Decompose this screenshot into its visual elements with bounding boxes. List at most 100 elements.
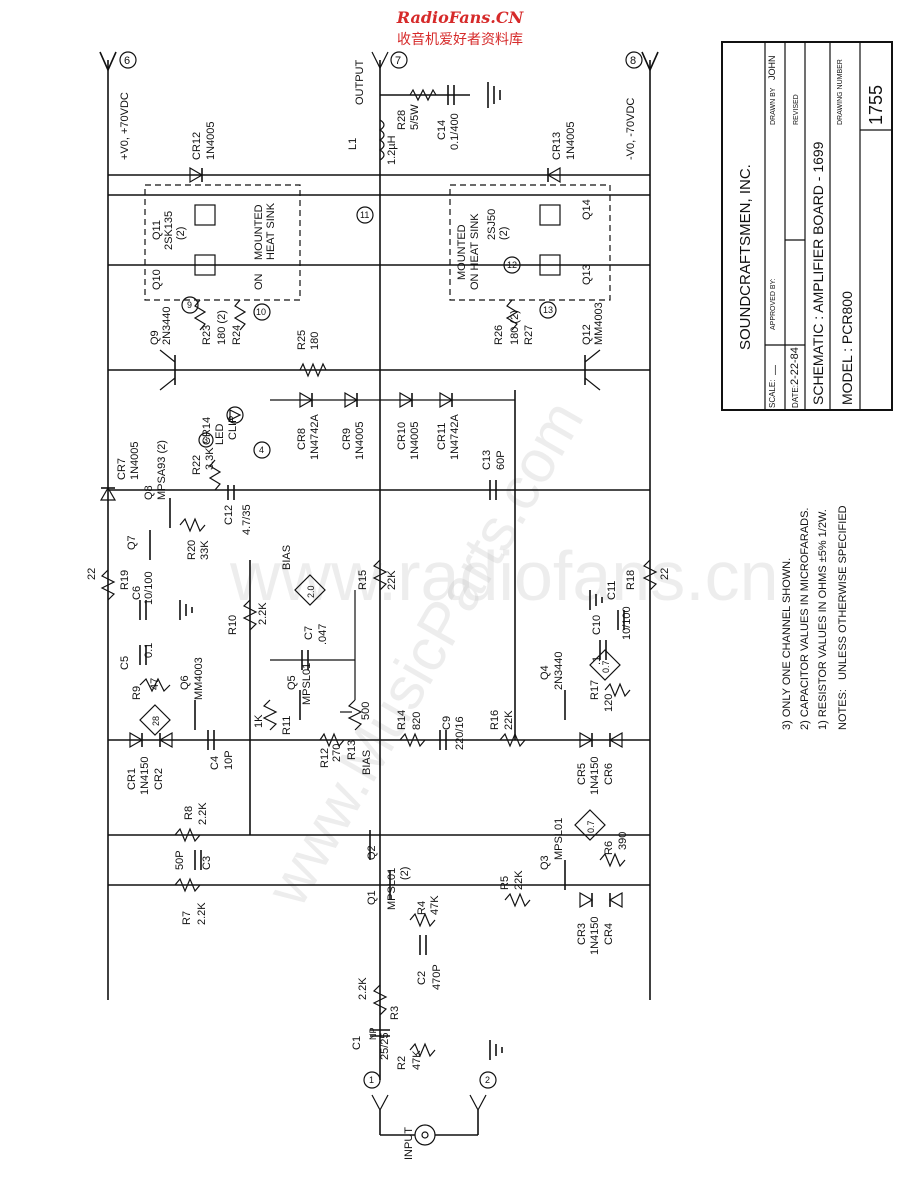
diodes-cr1-cr2: CR1 1N4150 CR2 bbox=[126, 731, 173, 795]
svg-text:R3: R3 bbox=[389, 1006, 401, 1020]
resistor-r4: R4 47K bbox=[409, 895, 441, 928]
svg-text:2: 2 bbox=[485, 1075, 490, 1085]
resistor-r25: R25 180 bbox=[296, 330, 327, 378]
svg-text:180 (2): 180 (2) bbox=[216, 310, 228, 345]
capacitor-c4: C4 10P bbox=[207, 730, 235, 770]
svg-text:MPSA93 (2): MPSA93 (2) bbox=[156, 440, 168, 500]
svg-text:R14: R14 bbox=[396, 710, 408, 730]
svg-text:CR3: CR3 bbox=[576, 923, 588, 945]
svg-text:1N4005: 1N4005 bbox=[205, 121, 217, 160]
transistor-q4: Q4 2N3440 bbox=[539, 651, 566, 720]
ground-symbol-output bbox=[487, 82, 501, 108]
svg-text:(2): (2) bbox=[175, 227, 187, 240]
svg-text:R10: R10 bbox=[227, 615, 239, 635]
svg-text:R26: R26 bbox=[493, 325, 505, 345]
svg-text:R5: R5 bbox=[499, 876, 511, 890]
svg-text:33K: 33K bbox=[199, 540, 211, 560]
terminal-10: 10 bbox=[253, 303, 271, 321]
svg-text:CLIP: CLIP bbox=[227, 416, 239, 440]
svg-text:CR5: CR5 bbox=[576, 763, 588, 785]
bias-voltage-2-0: 2.0 BIAS bbox=[281, 545, 326, 606]
svg-text:C7: C7 bbox=[303, 626, 315, 640]
resistors-r23-r24: R23 180 (2) R24 bbox=[193, 299, 247, 345]
svg-text:2.2K: 2.2K bbox=[257, 602, 269, 625]
terminal-9: 9 bbox=[181, 296, 199, 314]
svg-text:47K: 47K bbox=[429, 895, 441, 915]
svg-text:R11: R11 bbox=[281, 716, 293, 735]
company-name: SOUNDCRAFTSMEN, INC. bbox=[737, 164, 754, 350]
svg-text:JOHN: JOHN bbox=[767, 56, 777, 81]
capacitor-c10: C10 .1 bbox=[591, 615, 607, 665]
svg-text:R28: R28 bbox=[396, 110, 408, 130]
svg-text:0.1: 0.1 bbox=[143, 643, 155, 658]
svg-text:DATE:: DATE: bbox=[791, 385, 800, 408]
note-3: 3) ONLY ONE CHANNEL SHOWN. bbox=[781, 558, 793, 730]
svg-text:MPSL01: MPSL01 bbox=[386, 868, 398, 910]
svg-text:11: 11 bbox=[360, 210, 369, 220]
svg-text:REVISED: REVISED bbox=[793, 94, 800, 125]
svg-text:8: 8 bbox=[630, 55, 636, 67]
svg-text:CR9: CR9 bbox=[341, 428, 353, 450]
svg-text:CR11: CR11 bbox=[436, 423, 448, 450]
svg-text:Q1: Q1 bbox=[366, 890, 378, 905]
svg-text:22: 22 bbox=[659, 568, 671, 580]
svg-text:2.2K: 2.2K bbox=[196, 902, 208, 925]
terminal-12: 12 bbox=[503, 256, 521, 274]
svg-text:13: 13 bbox=[543, 305, 553, 315]
svg-text:APPROVED BY:: APPROVED BY: bbox=[770, 278, 777, 330]
svg-text:Q5: Q5 bbox=[286, 675, 298, 690]
svg-text:Q3: Q3 bbox=[539, 855, 551, 870]
svg-text:470P: 470P bbox=[431, 964, 443, 990]
svg-text:12: 12 bbox=[507, 260, 517, 270]
svg-text:R23: R23 bbox=[201, 325, 213, 345]
svg-text:R2: R2 bbox=[396, 1056, 408, 1070]
svg-text:R20: R20 bbox=[186, 540, 198, 560]
terminal-6: 6 +V0, +70VDC bbox=[119, 51, 137, 160]
terminal-4: 4 bbox=[253, 441, 271, 459]
svg-text:INPUT: INPUT bbox=[403, 1127, 415, 1160]
svg-text:R24: R24 bbox=[231, 325, 243, 345]
svg-text:ON HEAT SINK: ON HEAT SINK bbox=[469, 213, 481, 290]
capacitor-c11: C11 10/100 bbox=[589, 581, 633, 640]
svg-text:CR10: CR10 bbox=[396, 422, 408, 450]
svg-text:Q13: Q13 bbox=[581, 264, 593, 285]
terminal-7-output: 7 OUTPUT bbox=[354, 51, 408, 105]
svg-text:R16: R16 bbox=[489, 710, 501, 730]
resistor-r15: R15 22K bbox=[357, 559, 398, 591]
diode-cr12: CR12 1N4005 bbox=[189, 121, 217, 184]
svg-text:R12: R12 bbox=[319, 748, 331, 768]
resistor-r16: R16 22K bbox=[489, 710, 526, 748]
svg-text:1: 1 bbox=[369, 1075, 374, 1085]
svg-text:R27: R27 bbox=[523, 325, 535, 345]
diode-cr13: CR13 1N4005 bbox=[546, 121, 577, 184]
svg-text:1N4150: 1N4150 bbox=[589, 916, 601, 955]
resistor-r10: R10 2.2K bbox=[227, 599, 269, 635]
svg-text:C4: C4 bbox=[209, 756, 221, 770]
svg-text:BIAS: BIAS bbox=[361, 750, 373, 775]
svg-text:50P: 50P bbox=[174, 850, 186, 870]
svg-text:CR13: CR13 bbox=[551, 132, 563, 160]
svg-text:R15: R15 bbox=[357, 570, 369, 590]
svg-text:MM4003: MM4003 bbox=[193, 657, 205, 700]
resistor-r9: R9 47 bbox=[131, 677, 171, 700]
svg-text:C9: C9 bbox=[441, 716, 453, 730]
svg-text:MPSL01: MPSL01 bbox=[301, 663, 313, 705]
note-1: 1) RESISTOR VALUES IN OHMS ±5% 1/2W. bbox=[817, 509, 829, 730]
watermark-cn: 收音机爱好者资料库 bbox=[397, 32, 523, 48]
svg-text:CR6: CR6 bbox=[603, 763, 615, 785]
terminal-13: 13 bbox=[539, 301, 557, 319]
svg-text:L1: L1 bbox=[347, 138, 359, 150]
svg-text:R7: R7 bbox=[181, 911, 193, 925]
svg-text:7: 7 bbox=[395, 55, 401, 67]
svg-text:DRAWING NUMBER: DRAWING NUMBER bbox=[837, 59, 844, 125]
svg-text:Q7: Q7 bbox=[126, 535, 138, 550]
svg-text:R8: R8 bbox=[183, 806, 195, 820]
svg-text:R19: R19 bbox=[119, 570, 131, 590]
svg-text:C11: C11 bbox=[606, 581, 618, 600]
voltage-28: 28 bbox=[139, 704, 171, 736]
svg-text:MOUNTED: MOUNTED bbox=[253, 204, 265, 260]
resistor-r20: R20 33K bbox=[179, 517, 211, 560]
svg-text:CR12: CR12 bbox=[191, 132, 203, 160]
capacitor-c7: C7 .047 bbox=[270, 590, 356, 700]
transistor-q3: Q3 MPSL01 bbox=[539, 818, 566, 890]
